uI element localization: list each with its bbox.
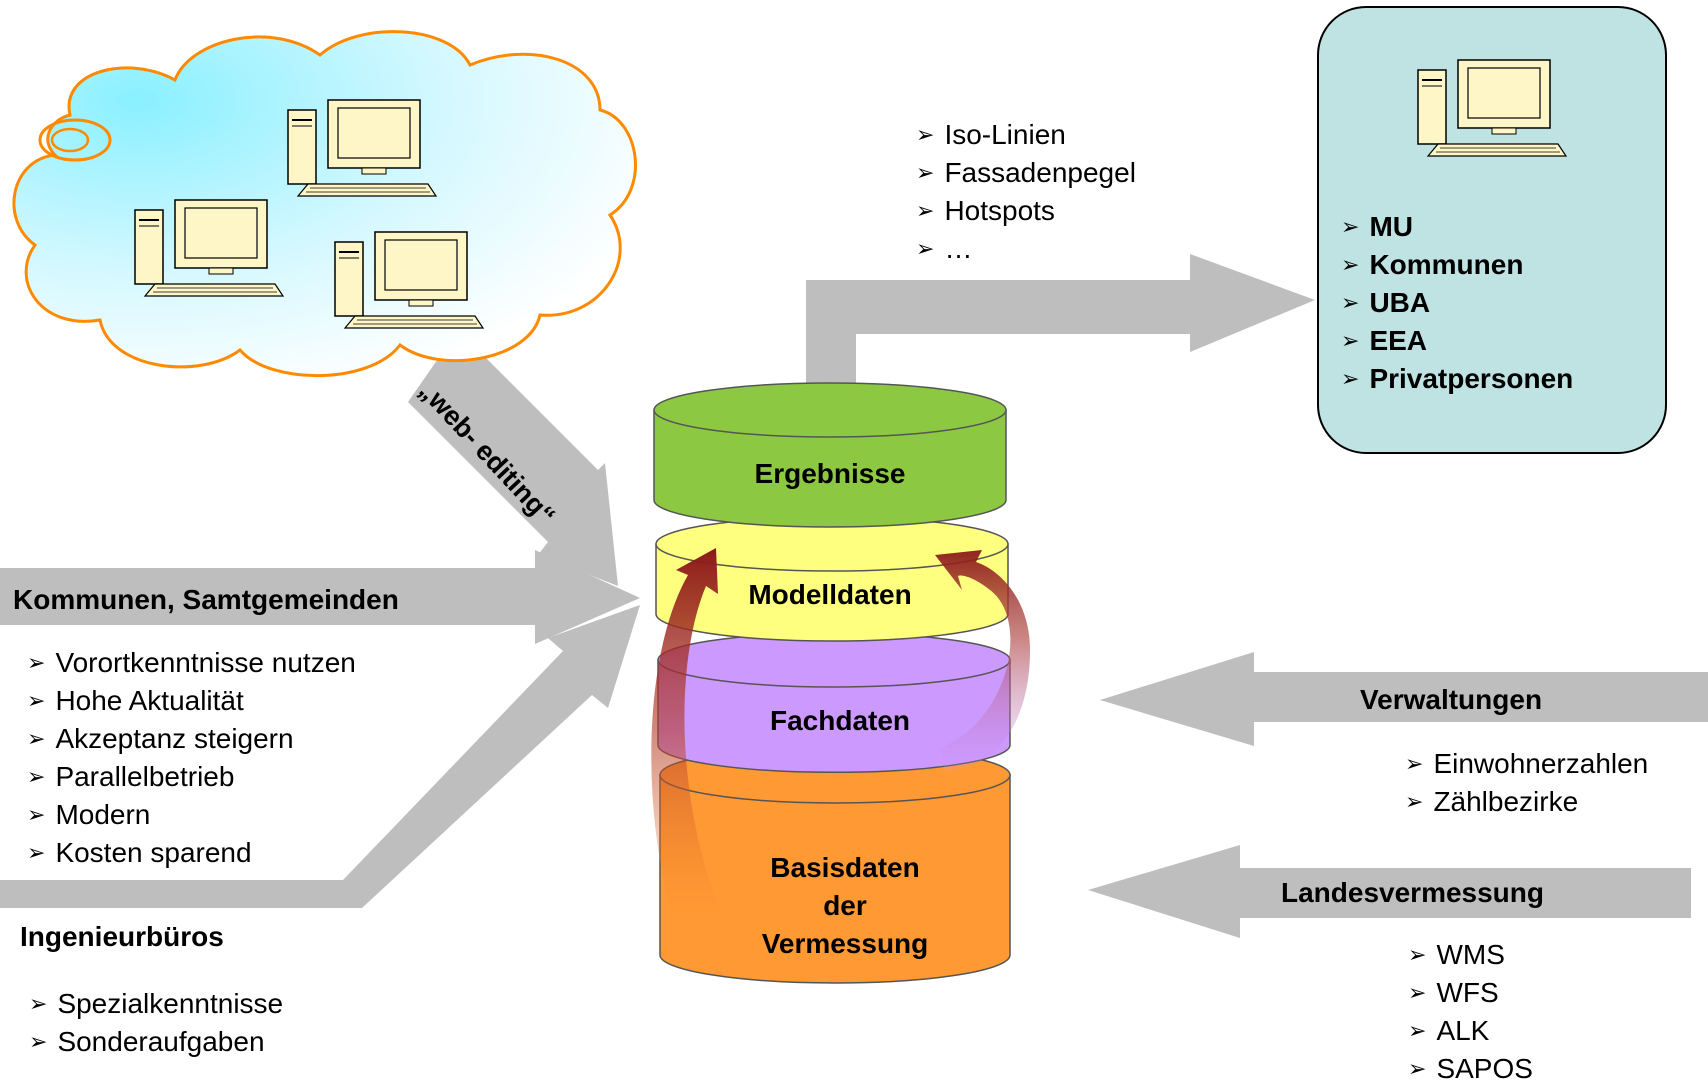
list-item: Kosten sparend <box>27 834 356 872</box>
results-layer-cylinder <box>653 409 1007 528</box>
list-item: Sonderaufgaben <box>29 1023 283 1061</box>
base-layer-label-1: Basisdaten <box>770 852 920 883</box>
survey-title: Landesvermessung <box>1281 877 1544 908</box>
web-editing-arrow <box>408 330 618 586</box>
list-item: Hohe Aktualität <box>27 682 356 720</box>
list-item: Vorortkenntnisse nutzen <box>27 644 355 682</box>
cloud-puff <box>38 118 112 162</box>
municipalities-list: Vorortkenntnisse nutzen Hohe Aktualität … <box>27 644 356 872</box>
list-item: SAPOS <box>1408 1050 1532 1080</box>
results-output-list: Iso-Linien Fassadenpegel Hotspots … <box>916 116 1136 268</box>
list-item: Hotspots <box>916 192 1136 230</box>
domain-layer-label: Fachdaten <box>769 705 911 736</box>
administration-title: Verwaltungen <box>1360 684 1543 715</box>
administration-list: Einwohnerzahlen Zählbezirke <box>1405 745 1648 821</box>
recipients-list: MU Kommunen UBA EEA Privatpersonen <box>1341 208 1573 398</box>
base-layer-label-3: Vermessung <box>761 928 929 959</box>
list-item: Kommunen <box>1341 246 1573 284</box>
list-item: UBA <box>1341 284 1573 322</box>
base-layer-label-2: der <box>823 890 867 921</box>
list-item: Fassadenpegel <box>916 154 1135 192</box>
survey-list: WMS WFS ALK SAPOS <box>1408 936 1533 1080</box>
results-output-arrow <box>806 254 1315 395</box>
list-item: Einwohnerzahlen <box>1405 745 1648 783</box>
list-item: ALK <box>1408 1012 1533 1050</box>
list-item: … <box>916 230 1136 268</box>
curved-arrow-left <box>651 548 722 915</box>
list-item: WMS <box>1408 936 1533 974</box>
list-item: Iso-Linien <box>916 116 1136 154</box>
engineering-title: Ingenieurbüros <box>20 921 224 952</box>
engineering-input-arrow <box>0 605 640 908</box>
list-item: EEA <box>1341 322 1573 360</box>
survey-input-arrow <box>1088 845 1691 938</box>
list-item: Zählbezirke <box>1405 783 1648 821</box>
results-layer-label: Ergebnisse <box>754 458 906 489</box>
list-item: Privatpersonen <box>1341 360 1573 398</box>
list-item: Akzeptanz steigern <box>27 720 356 758</box>
list-item: Spezialkenntnisse <box>29 985 283 1023</box>
cloud-puff <box>50 127 90 153</box>
administration-input-arrow <box>1100 652 1708 746</box>
results-layer-top <box>653 382 1007 438</box>
engineering-list: Spezialkenntnisse Sonderaufgaben <box>29 985 283 1061</box>
list-item: WFS <box>1408 974 1533 1012</box>
list-item: MU <box>1341 208 1573 246</box>
list-item: Modern <box>27 796 356 834</box>
base-layer-cylinder <box>659 774 1011 984</box>
municipalities-title: Kommunen, Samtgemeinden <box>13 584 399 615</box>
model-layer-label: Modelldaten <box>748 579 912 610</box>
curved-arrow-right <box>935 550 1030 770</box>
list-item: Parallelbetrieb <box>27 758 356 796</box>
municipalities-input-arrow <box>0 550 640 644</box>
cloud-shape <box>12 30 637 378</box>
